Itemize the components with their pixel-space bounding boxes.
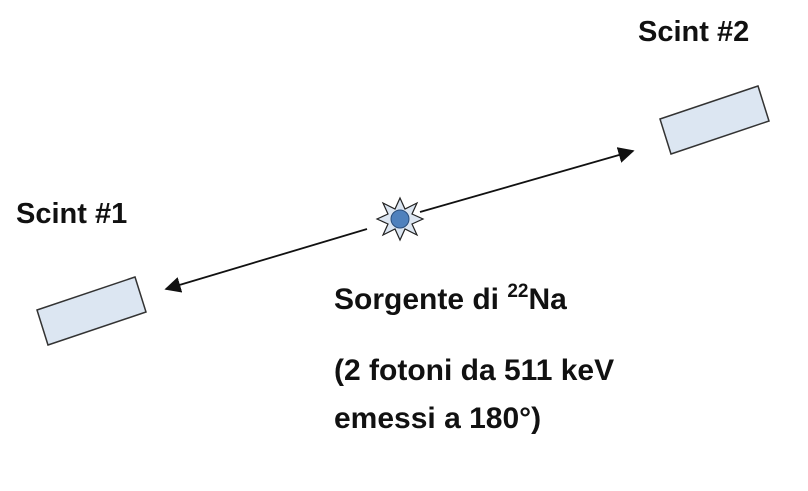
source-label: Sorgente di 22Na — [334, 282, 567, 316]
scintillator-1 — [36, 276, 147, 346]
scintillator-2 — [659, 85, 770, 155]
radioactive-source-star-icon — [375, 196, 425, 242]
photon-arrow-to-scint2 — [419, 147, 635, 213]
photon-arrow-to-scint1 — [164, 228, 368, 293]
note-line-2: emessi a 180°) — [334, 402, 542, 435]
note-line-1: (2 fotoni da 511 keV — [334, 354, 615, 387]
scint2-label: Scint #2 — [638, 16, 750, 48]
source-label-prefix: Sorgente di — [334, 283, 508, 316]
source-core — [390, 209, 410, 229]
isotope-mass-number: 22 — [507, 281, 529, 302]
scint1-label: Scint #1 — [16, 198, 128, 230]
isotope-symbol: Na — [528, 283, 567, 316]
